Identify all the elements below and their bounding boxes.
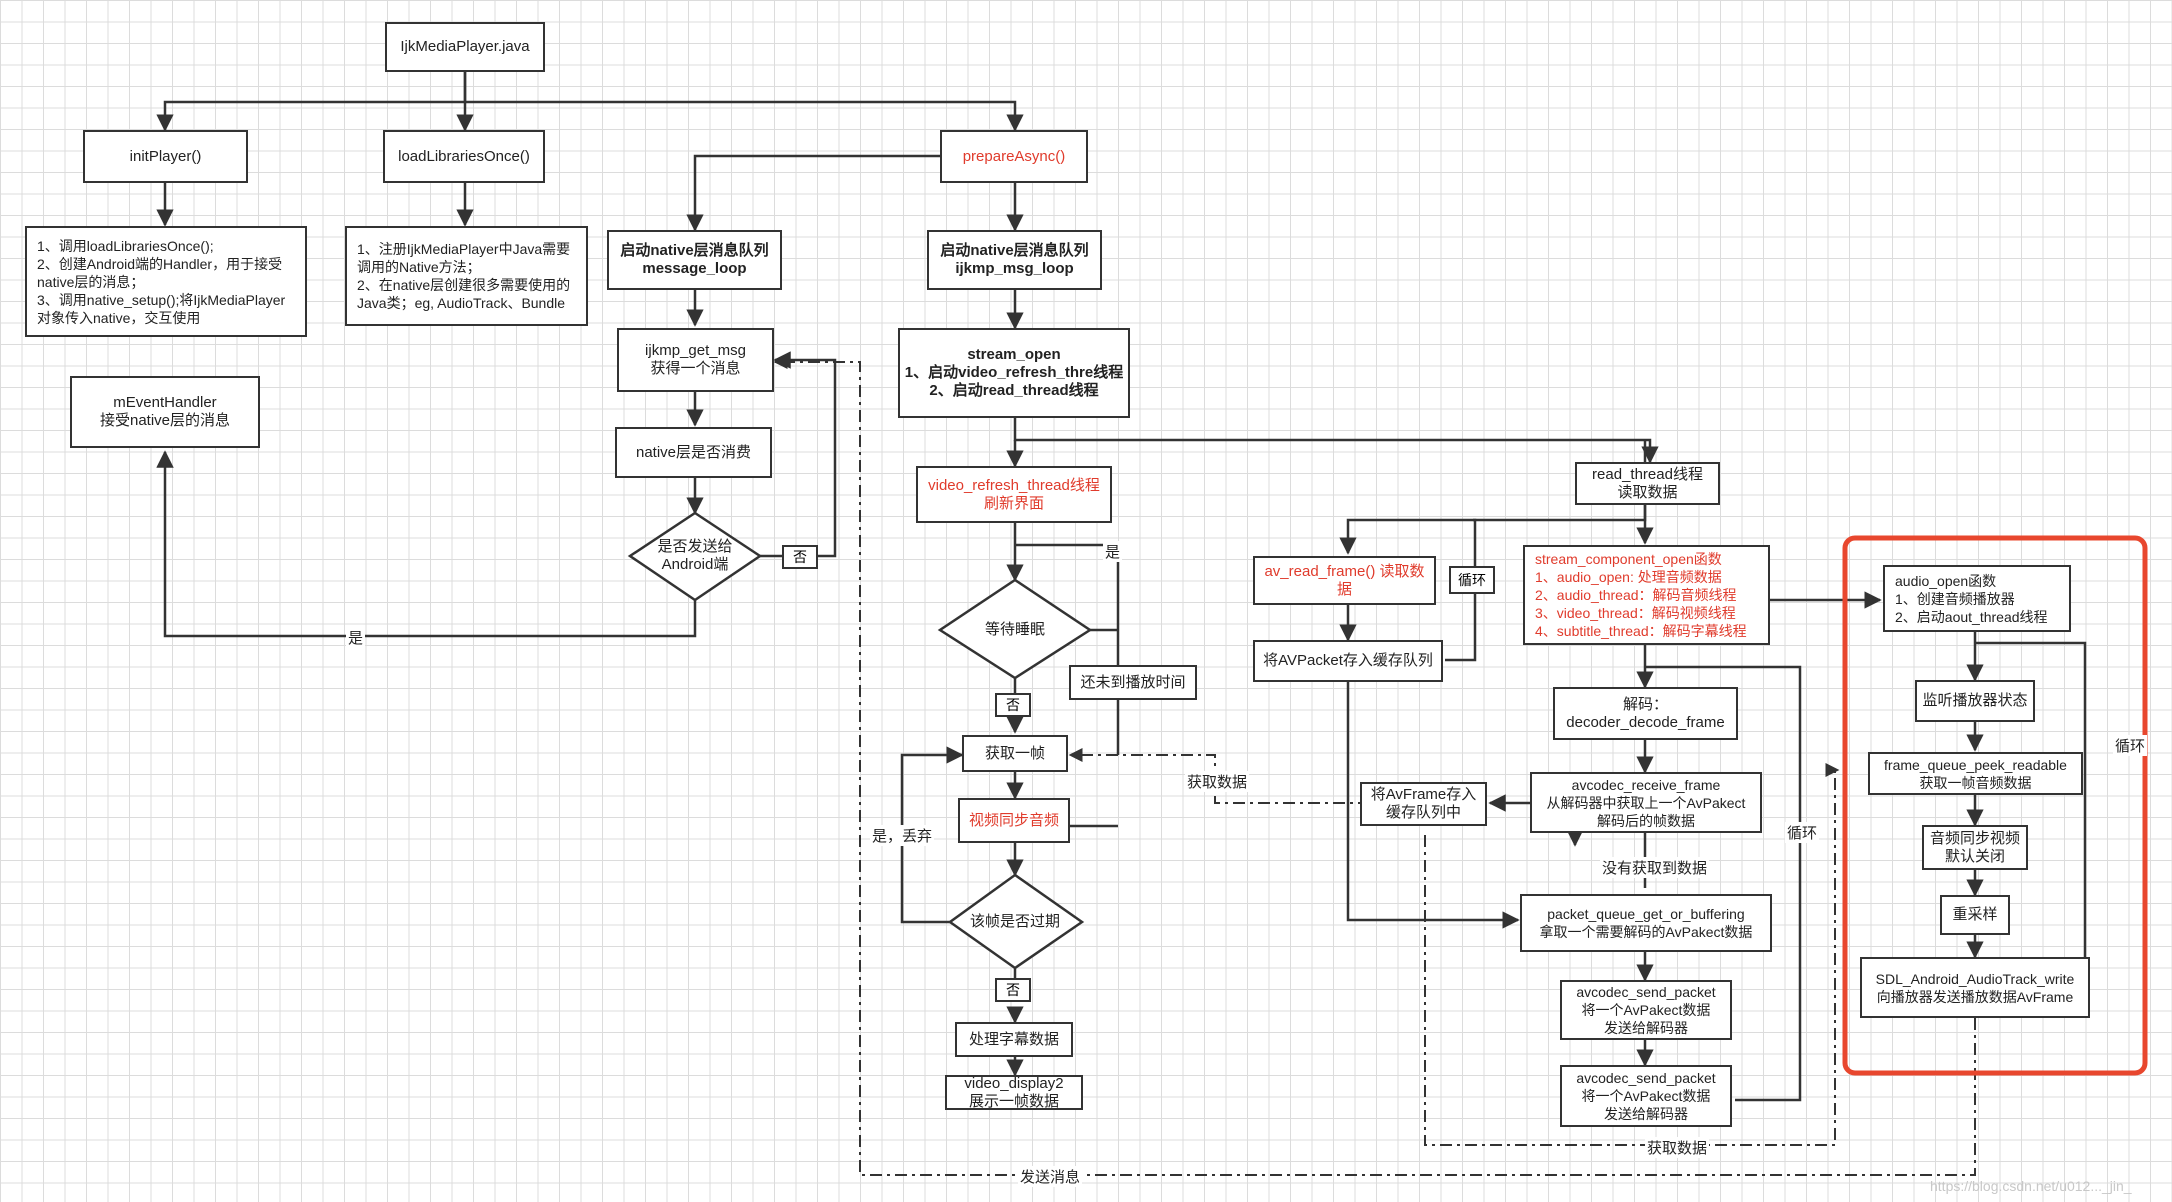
receive-frame-node: avcodec_receive_frame 从解码器中获取上一个AvPakect… — [1530, 772, 1762, 833]
not-time-node: 还未到播放时间 — [1069, 665, 1197, 700]
get-frame-node: 获取一帧 — [962, 735, 1068, 772]
no-tag-expired: 否 — [995, 978, 1031, 1002]
no-tag-sleep: 否 — [995, 693, 1031, 717]
resample-node: 重采样 — [1940, 895, 2010, 935]
init-description-node: 1、调用loadLibrariesOnce(); 2、创建Android端的Ha… — [25, 226, 307, 337]
ijkmediaplayer-node: IjkMediaPlayer.java — [385, 22, 545, 72]
yes-label-sleep: 是 — [1103, 541, 1123, 562]
video-display-node: video_display2 展示一帧数据 — [945, 1075, 1083, 1110]
wait-sleep-decision: 等待睡眠 — [984, 621, 1045, 638]
audio-sync-video-node: 音频同步视频 默认关闭 — [1922, 825, 2028, 870]
native-consume-node: native层是否消费 — [615, 427, 772, 478]
loop-tag-read: 循环 — [1449, 566, 1495, 594]
listen-state-node: 监听播放器状态 — [1915, 680, 2035, 722]
get-msg-node: ijkmp_get_msg 获得一个消息 — [617, 328, 774, 392]
loop-label-decode: 循环 — [1785, 822, 1820, 843]
send-packet-node-2: avcodec_send_packet 将一个AvPakect数据 发送给解码器 — [1560, 1065, 1732, 1127]
av-read-frame-node: av_read_frame() 读取数据 — [1253, 556, 1436, 605]
sync-audio-node: 视频同步音频 — [958, 798, 1070, 843]
no-tag-message: 否 — [782, 545, 818, 569]
prepareasync-node: prepareAsync() — [940, 130, 1088, 183]
audio-open-node: audio_open函数 1、创建音频播放器 2、启动aout_thread线程 — [1883, 565, 2071, 632]
message-loop-node: 启动native层消息队列 message_loop — [607, 230, 782, 290]
stream-open-node: stream_open 1、启动video_refresh_thre线程 2、启… — [898, 328, 1130, 418]
no-data-label: 没有获取到数据 — [1600, 857, 1710, 878]
yes-label-message: 是 — [346, 627, 366, 648]
read-thread-node: read_thread线程 读取数据 — [1575, 462, 1720, 505]
get-data-label-frame: 获取数据 — [1185, 771, 1250, 792]
video-refresh-node: video_refresh_thread线程 刷新界面 — [916, 466, 1112, 523]
watermark: https://blog.csdn.net/u012..._jin_ — [1930, 1178, 2132, 1194]
load-description-node: 1、注册IjkMediaPlayer中Java需要调用的Native方法； 2、… — [345, 226, 588, 326]
initplayer-node: initPlayer() — [83, 130, 248, 183]
msg-loop-node: 启动native层消息队列 ijkmp_msg_loop — [927, 230, 1102, 290]
loadlibraries-node: loadLibrariesOnce() — [383, 130, 545, 183]
audio-highlight-frame — [1842, 535, 2148, 1076]
frame-expired-decision: 该帧是否过期 — [969, 913, 1060, 930]
send-packet-node-1: avcodec_send_packet 将一个AvPakect数据 发送给解码器 — [1560, 980, 1732, 1040]
loop-label-audio: 循环 — [2113, 735, 2148, 756]
frame-peek-node: frame_queue_peek_readable 获取一帧音频数据 — [1868, 752, 2083, 795]
subtitle-node: 处理字幕数据 — [955, 1022, 1073, 1057]
stream-component-node: stream_component_open函数 1、audio_open: 处理… — [1523, 545, 1770, 645]
send-message-label: 发送消息 — [1018, 1166, 1083, 1187]
avframe-store-node: 将AvFrame存入 缓存队列中 — [1360, 782, 1487, 826]
get-data-label-packet: 获取数据 — [1645, 1137, 1710, 1158]
decoder-node: 解码： decoder_decode_frame — [1553, 687, 1738, 740]
event-handler-node: mEventHandler 接受native层的消息 — [70, 376, 260, 448]
store-packet-node: 将AVPacket存入缓存队列 — [1253, 640, 1443, 682]
yes-discard-label: 是，丢弃 — [870, 825, 935, 846]
sdl-write-node: SDL_Android_AudioTrack_write 向播放器发送播放数据A… — [1860, 957, 2090, 1018]
send-android-decision: 是否发送给 Android端 — [657, 538, 733, 573]
packet-queue-node: packet_queue_get_or_buffering 拿取一个需要解码的A… — [1520, 894, 1772, 952]
